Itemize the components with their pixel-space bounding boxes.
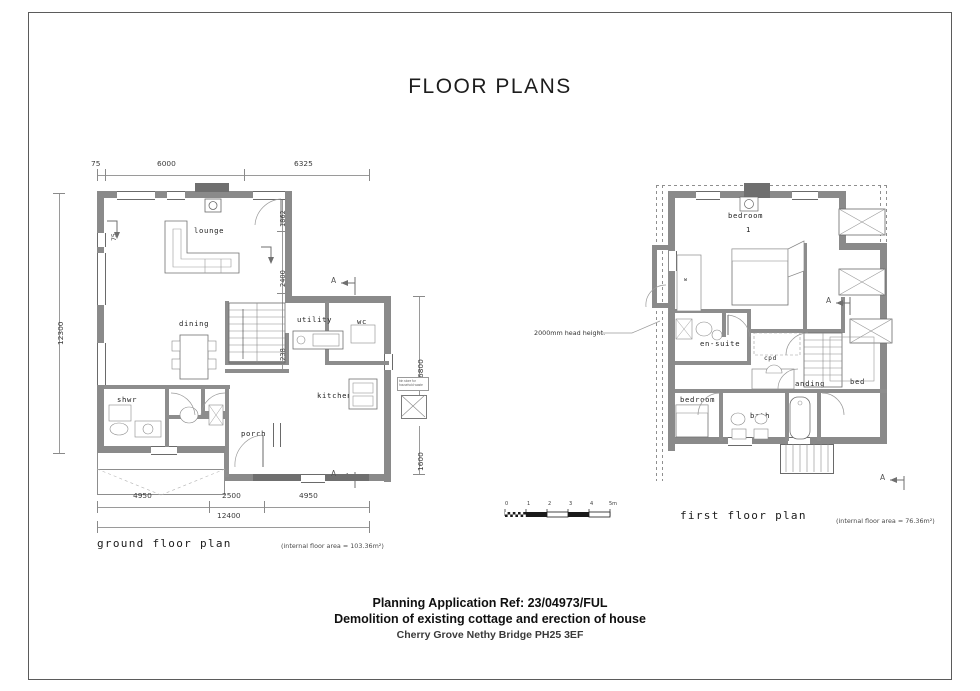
scale-label-1: 1 [527, 501, 531, 507]
section-mark-a-top-first: A [826, 296, 832, 305]
room-label-lounge: lounge [194, 226, 225, 235]
room-label-bedroom-left: bedroom [680, 395, 716, 404]
head-height-note: 2000mm head height. [534, 329, 606, 337]
room-label-bedroom-1: bedroom [728, 211, 764, 220]
first-floor-plan-title: first floor plan [680, 509, 807, 522]
dim-top-6000: 6000 [157, 159, 176, 168]
dim-bottom-2500: 2500 [222, 491, 241, 500]
room-label-kitchen: kitchen [317, 391, 353, 400]
room-label-en-suite: en-suite [700, 339, 741, 348]
footer-block: Planning Application Ref: 23/04973/FUL D… [29, 595, 951, 643]
first-floor-plan: bedroom 1 w en-suite [534, 133, 944, 553]
ground-floor-area-note: (internal floor area = 103.36m²) [281, 542, 384, 550]
section-mark-a-top: A [331, 276, 337, 285]
scale-label-4: 4 [590, 501, 594, 507]
section-mark-a-bottom: A [331, 469, 337, 478]
page-title: FLOOR PLANS [408, 75, 572, 98]
scale-label-0: 0 [505, 501, 509, 507]
room-label-wc-upper: wc [357, 317, 368, 326]
ground-floor-plan: 75 6000 6325 12300 75 6800 1600 1862 240… [53, 133, 469, 553]
dim-right-6800: 6800 [416, 359, 425, 378]
footer-description: Demolition of existing cottage and erect… [334, 612, 646, 626]
dim-left-12300: 12300 [56, 321, 65, 345]
drawing-sheet: FLOOR PLANS 75 6000 6325 12300 75 6800 1… [28, 12, 952, 680]
dim-top-75: 75 [91, 159, 101, 168]
room-label-landing: landing [790, 379, 826, 388]
dim-bottom-4950-left: 4950 [133, 491, 152, 500]
dim-right-1600: 1600 [416, 452, 425, 471]
scale-label-3: 3 [569, 501, 573, 507]
scale-bar: 0 1 2 3 4 5m [479, 501, 617, 531]
ground-floor-plan-title: ground floor plan [97, 537, 232, 550]
dim-overall-12400: 12400 [217, 511, 241, 520]
room-label-bed-right: bed [850, 377, 866, 386]
dim-top-6325: 6325 [294, 159, 313, 168]
scale-label-5m: 5m [609, 501, 618, 507]
room-label-porch: porch [241, 429, 267, 438]
room-label-dining: dining [179, 319, 210, 328]
room-label-utility: utility [297, 315, 333, 324]
room-label-bedroom-1-number: 1 [746, 225, 752, 234]
first-floor-area-note: (internal floor area = 76.36m²) [836, 517, 935, 525]
footer-planning-ref: Planning Application Ref: 23/04973/FUL [372, 596, 608, 610]
section-mark-a-bottom-first: A [880, 473, 886, 482]
room-label-shwr: shwr [117, 395, 138, 404]
scale-label-2: 2 [548, 501, 552, 507]
footer-address: Cherry Grove Nethy Bridge PH25 3EF [396, 629, 584, 641]
room-label-cpd: cpd [764, 355, 777, 362]
dim-bottom-4950-right: 4950 [299, 491, 318, 500]
